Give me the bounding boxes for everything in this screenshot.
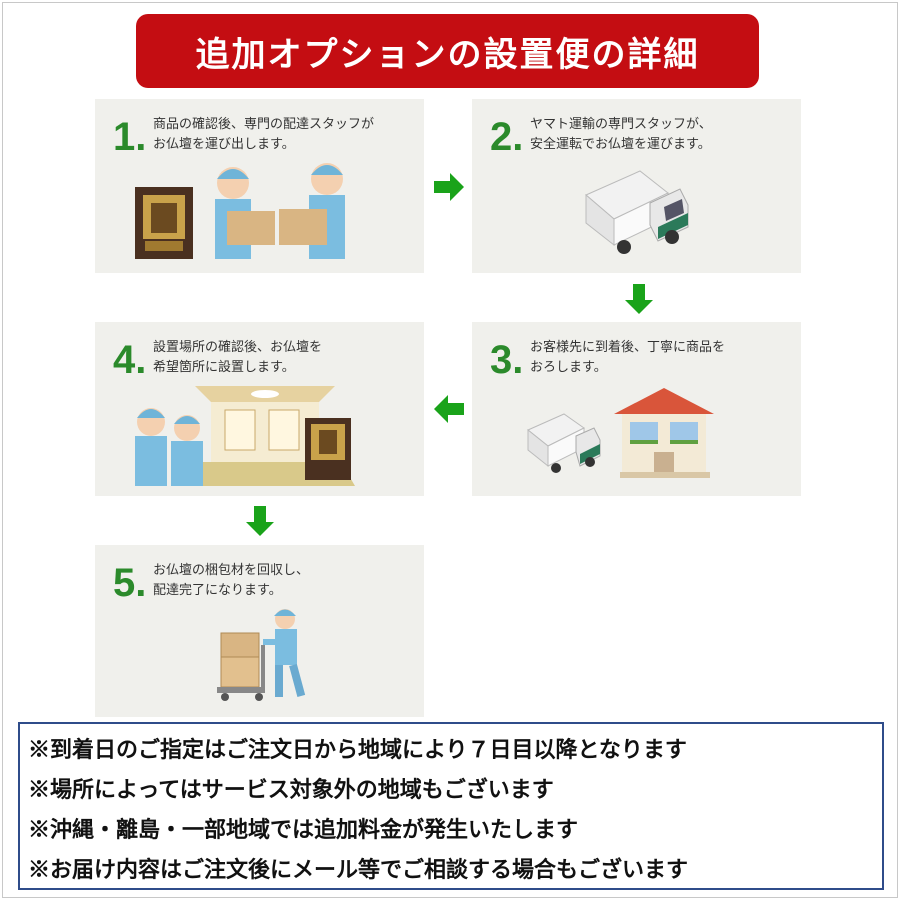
arrow-down-icon xyxy=(625,284,653,314)
note-item: ※場所によってはサービス対象外の地域もございます xyxy=(28,777,554,803)
notes-box: ※到着日のご指定はご注文日から地域により７日目以降となります ※場所によってはサ… xyxy=(18,722,884,890)
packaging-collection-illustration xyxy=(217,609,306,701)
step-4-panel: 4. 設置場所の確認後、お仏壇を 希望箇所に設置します。 xyxy=(95,322,424,496)
step-4-number: 4. xyxy=(113,338,147,382)
step-4-text: 設置場所の確認後、お仏壇を 希望箇所に設置します。 xyxy=(153,340,323,375)
note-item: ※お届け内容はご注文後にメール等でご相談する場合もございます xyxy=(28,857,689,883)
step-5-number: 5. xyxy=(113,561,147,605)
butsudan-carry-illustration xyxy=(135,163,345,259)
step-2-number: 2. xyxy=(490,115,524,159)
note-item: ※到着日のご指定はご注文日から地域により７日目以降となります xyxy=(28,737,687,763)
step-1-number: 1. xyxy=(113,115,147,159)
step-1-panel: 1. 商品の確認後、専門の配達スタッフが お仏壇を運び出します。 xyxy=(95,99,424,273)
step-1-text: 商品の確認後、専門の配達スタッフが お仏壇を運び出します。 xyxy=(153,117,375,152)
room-install-illustration xyxy=(135,386,355,486)
step-3-panel: 3. お客様先に到着後、丁寧に商品を おろします。 xyxy=(472,322,801,496)
note-item: ※沖縄・離島・一部地域では追加料金が発生いたします xyxy=(28,817,579,843)
arrow-right-icon xyxy=(434,173,464,201)
page-title: 追加オプションの設置便の詳細 xyxy=(136,14,759,88)
truck-illustration xyxy=(585,170,689,254)
arrow-left-icon xyxy=(434,395,464,423)
truck-house-illustration xyxy=(527,388,714,478)
arrow-down-icon xyxy=(246,506,274,536)
step-3-number: 3. xyxy=(490,338,524,382)
step-3-text: お客様先に到着後、丁寧に商品を おろします。 xyxy=(530,340,726,375)
step-2-text: ヤマト運輸の専門スタッフが、 安全運転でお仏壇を運びます。 xyxy=(530,117,712,152)
step-5-text: お仏壇の梱包材を回収し、 配達完了になります。 xyxy=(153,563,310,598)
step-5-panel: 5. お仏壇の梱包材を回収し、 配達完了になります。 xyxy=(95,545,424,717)
step-2-panel: 2. ヤマト運輸の専門スタッフが、 安全運転でお仏壇を運びます。 xyxy=(472,99,801,273)
